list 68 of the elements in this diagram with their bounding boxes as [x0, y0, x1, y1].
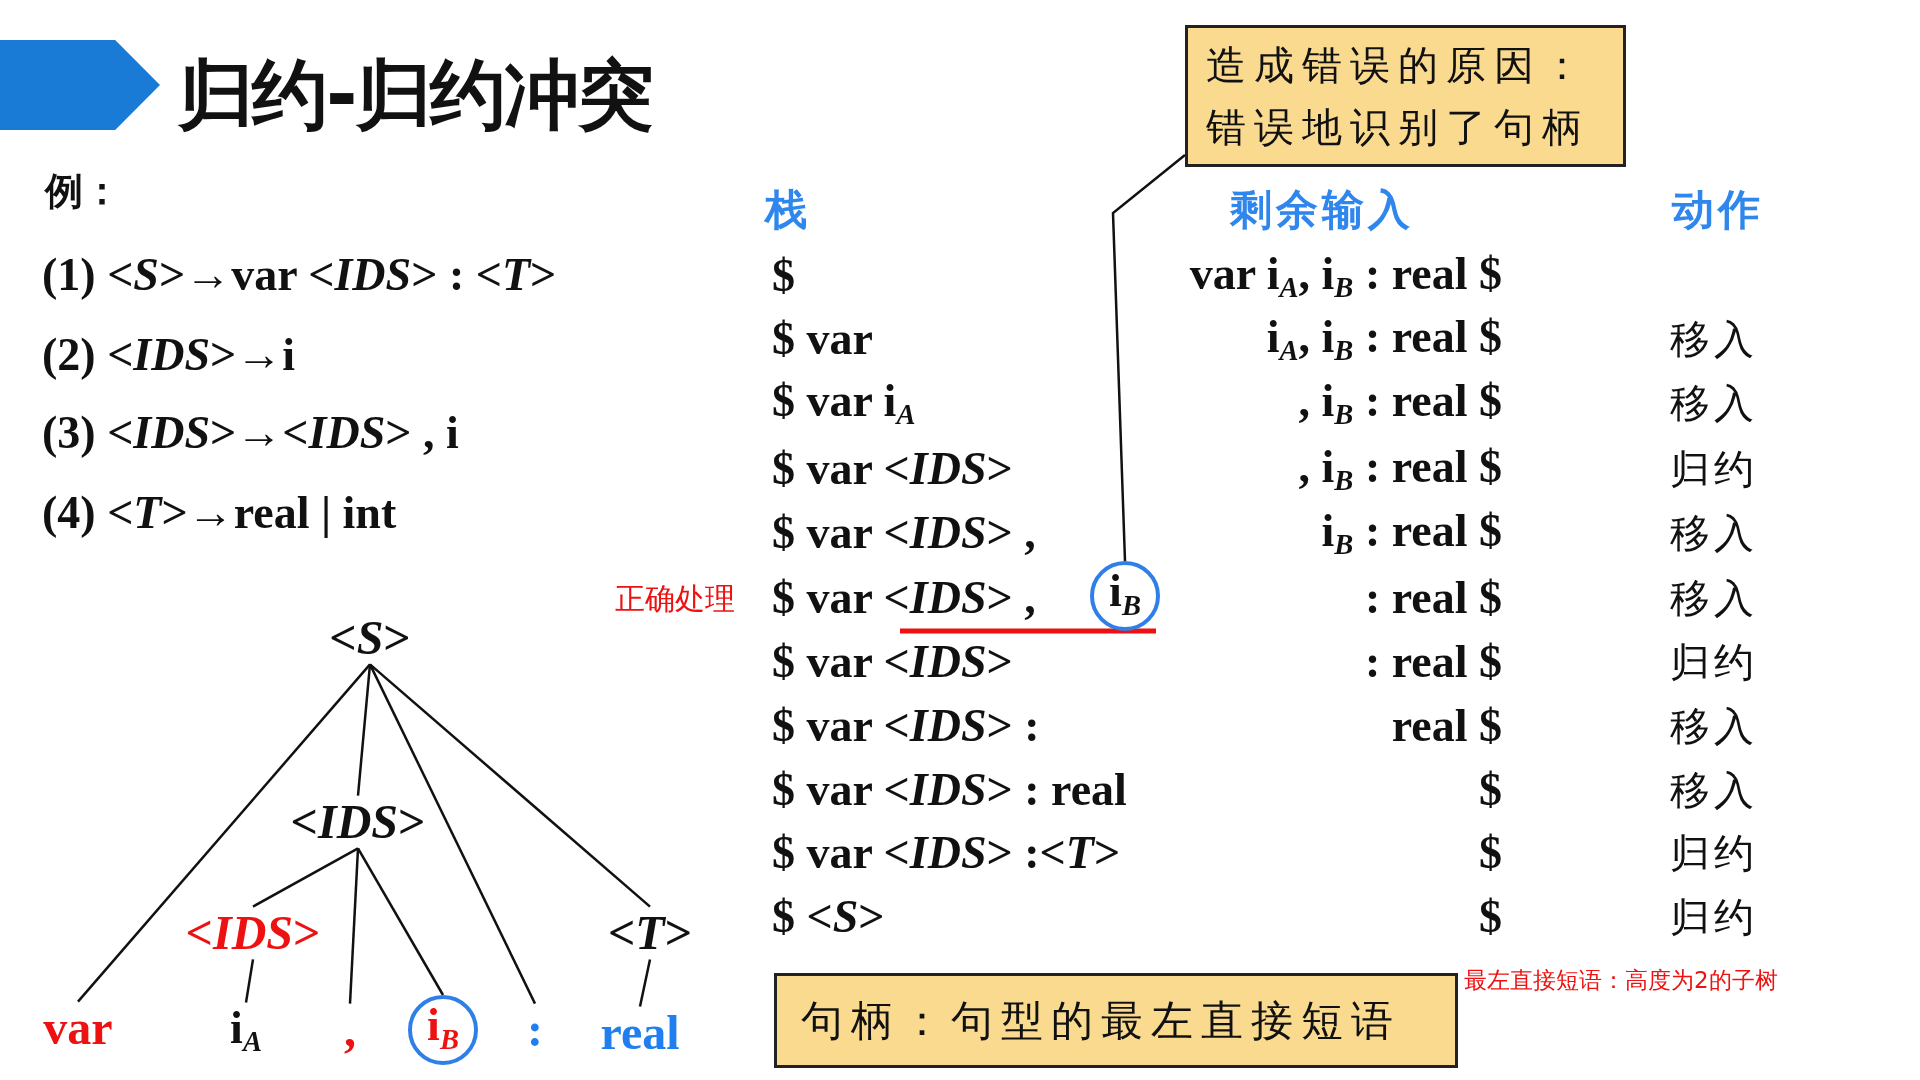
table-cell: $ var: [772, 313, 873, 365]
tree-symbol: :: [527, 1003, 543, 1057]
table-cell: $ var <IDS>: [772, 636, 1013, 688]
table-cell: $ var <IDS> : real: [772, 764, 1127, 816]
grammar-rule: (2) <IDS>→i: [42, 329, 296, 381]
table-cell: : real $: [1364, 636, 1502, 688]
table-cell: : real $: [1364, 572, 1502, 624]
grammar-rule: (1) <S>→var <IDS> : <T>: [42, 249, 557, 301]
table-cell: $: [1479, 764, 1502, 816]
column-header: 栈: [765, 186, 811, 234]
node-text: 句柄：句型的最左直接短语: [801, 996, 1401, 1045]
grammar-rule: (4) <T>→real | int: [42, 487, 397, 539]
table-cell: 移入: [1670, 511, 1758, 555]
circled-symbol: i$_{B}$: [1090, 561, 1160, 631]
tree-symbol: var: [43, 1001, 113, 1055]
table-cell: $: [1479, 891, 1502, 943]
note-text: 正确处理: [615, 581, 735, 615]
tree-branch: [356, 847, 445, 996]
slide-title: 归约-归约冲突: [178, 49, 652, 141]
table-cell: $ var <IDS>: [772, 443, 1013, 495]
table-cell: $ var <IDS> ,: [772, 507, 1036, 559]
table-cell: $: [1479, 827, 1502, 879]
tree-symbol: <IDS>: [290, 795, 426, 849]
tree-symbol: <IDS>: [185, 906, 321, 960]
tree-branch: [369, 663, 651, 908]
table-cell: 移入: [1670, 768, 1758, 812]
table-cell: 移入: [1670, 576, 1758, 620]
table-cell: , i$_{B}$ : real $: [1298, 375, 1502, 431]
table-cell: 移入: [1670, 704, 1758, 748]
table-cell: 归约: [1670, 895, 1758, 939]
table-cell: i$_{B}$ : real $: [1321, 505, 1502, 561]
tree-symbol: i$_{A}$: [230, 1002, 262, 1058]
leader-line: [1111, 154, 1186, 562]
note-box: [1185, 25, 1626, 167]
note-text: 最左直接短语：高度为2的子树: [1464, 968, 1778, 994]
tree-branch: [77, 663, 371, 1003]
tree-branch: [252, 847, 359, 908]
tree-symbol: <S>: [329, 611, 411, 665]
tree-branch: [348, 848, 360, 1004]
table-cell: 归约: [1670, 447, 1758, 491]
table-cell: 归约: [1670, 640, 1758, 684]
table-cell: $ var <IDS> :<T>: [772, 827, 1121, 879]
table-cell: i$_{A}$, i$_{B}$ : real $: [1266, 311, 1502, 367]
tree-symbol: real: [600, 1006, 680, 1060]
table-cell: $ var <IDS> ,: [772, 572, 1036, 624]
table-cell: 移入: [1670, 381, 1758, 425]
circled-symbol: i$_{B}$: [408, 995, 478, 1065]
table-cell: $ var <IDS> :: [772, 700, 1040, 752]
table-cell: $: [772, 250, 795, 302]
column-header: 动作: [1672, 186, 1764, 234]
tree-symbol: ,: [344, 1003, 356, 1057]
grammar-rule: (3) <IDS>→<IDS> , i: [42, 407, 459, 459]
tree-branch: [638, 959, 652, 1007]
node-text: 造成错误的原因：错误地识别了句柄: [1206, 42, 1590, 150]
table-cell: $ var i$_{A}$: [772, 375, 916, 431]
tree-symbol: <T>: [608, 906, 692, 960]
table-cell: $ <S>: [772, 891, 885, 943]
tree-branch: [356, 664, 372, 796]
table-cell: , i$_{B}$ : real $: [1298, 441, 1502, 497]
chevron-shape: [0, 40, 160, 130]
table-cell: var i$_{A}$, i$_{B}$ : real $: [1189, 248, 1502, 304]
column-header: 剩余输入: [1230, 186, 1414, 234]
table-cell: real $: [1391, 700, 1502, 752]
note-box: [774, 973, 1458, 1069]
table-cell: 归约: [1670, 831, 1758, 875]
note-text: 例：: [45, 171, 121, 213]
table-cell: 移入: [1670, 317, 1758, 361]
tree-branch: [244, 959, 255, 1003]
